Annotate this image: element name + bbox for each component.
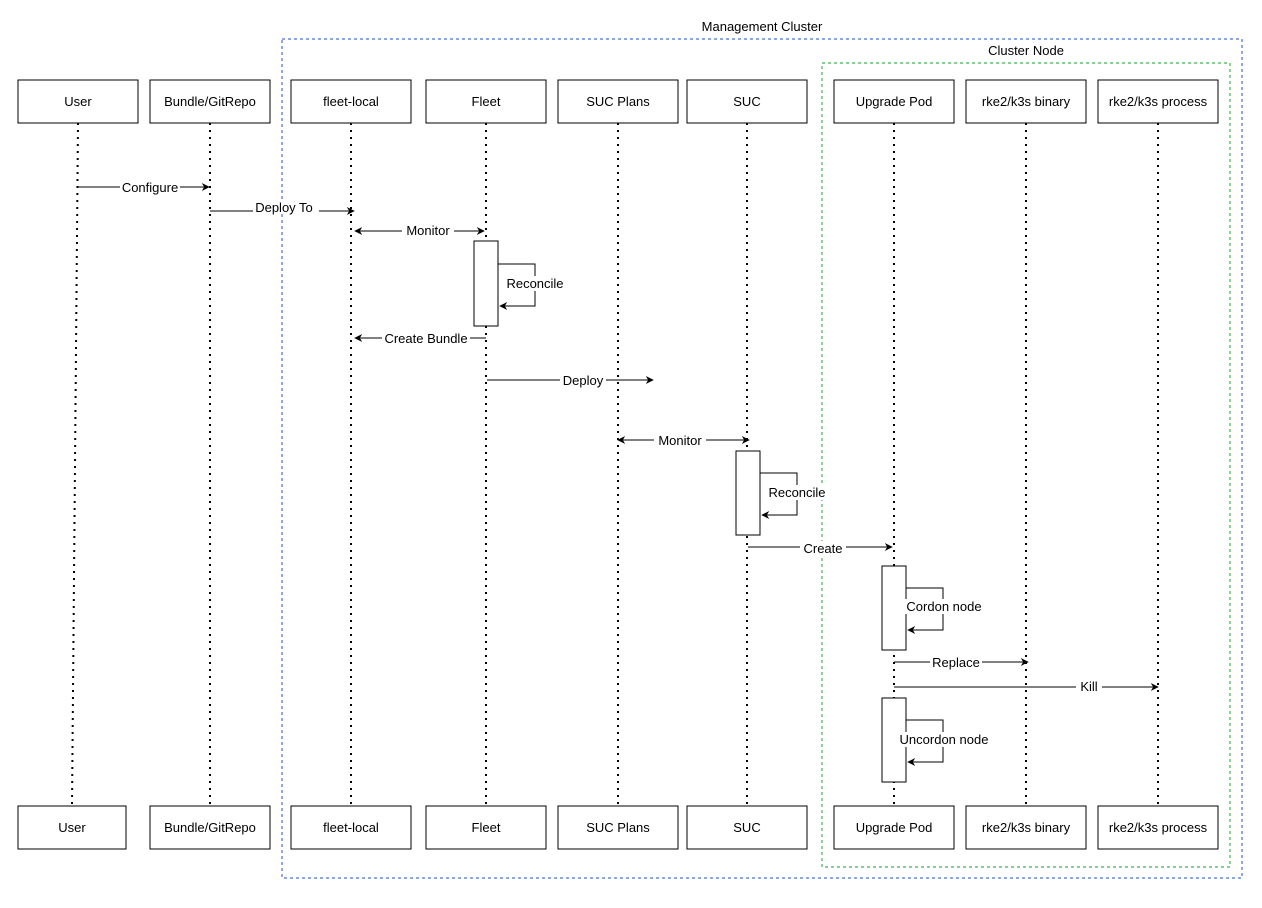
messages: Configure Deploy To Monitor Reconcile bbox=[78, 180, 1159, 766]
group-frame-management-cluster bbox=[281, 38, 1243, 879]
participant-suc-plans-bottom: SUC Plans bbox=[557, 805, 679, 850]
message-deploy-to: Deploy To bbox=[210, 200, 355, 215]
participant-label: Upgrade Pod bbox=[856, 94, 933, 109]
group-label-management-cluster: Management Cluster bbox=[702, 19, 823, 34]
participant-fleet-top: Fleet bbox=[425, 79, 547, 124]
participant-process-bottom: rke2/k3s process bbox=[1097, 805, 1219, 850]
participant-label: SUC bbox=[733, 820, 760, 835]
message-label: Deploy To bbox=[255, 200, 313, 215]
message-label: Create Bundle bbox=[384, 331, 467, 346]
group-management-cluster: Management Cluster bbox=[281, 19, 1243, 879]
message-label: Configure bbox=[122, 180, 178, 195]
activations bbox=[473, 240, 907, 783]
message-deploy: Deploy bbox=[487, 373, 654, 388]
message-reconcile-fleet: Reconcile bbox=[498, 263, 564, 310]
group-frame-cluster-node bbox=[821, 62, 1231, 868]
message-configure: Configure bbox=[78, 180, 210, 195]
participant-label: Bundle/GitRepo bbox=[164, 820, 256, 835]
participant-label: User bbox=[58, 820, 86, 835]
participant-label: SUC Plans bbox=[586, 820, 650, 835]
participant-fleet-bottom: Fleet bbox=[425, 805, 547, 850]
participant-user-bottom: User bbox=[17, 805, 127, 850]
participant-suc-bottom: SUC bbox=[686, 805, 808, 850]
message-label: Create bbox=[803, 541, 842, 556]
message-label: Monitor bbox=[406, 223, 450, 238]
message-monitor-suc: Monitor bbox=[617, 432, 750, 448]
message-label: Reconcile bbox=[768, 485, 825, 500]
participants-top: User Bundle/GitRepo fleet-local Fleet SU… bbox=[17, 79, 1219, 124]
participant-suc-top: SUC bbox=[686, 79, 808, 124]
participant-label: Fleet bbox=[472, 820, 501, 835]
participants-bottom: User Bundle/GitRepo fleet-local Fleet SU… bbox=[17, 805, 1219, 850]
participant-label: rke2/k3s process bbox=[1109, 94, 1208, 109]
message-label: Monitor bbox=[658, 433, 702, 448]
participant-label: fleet-local bbox=[323, 94, 379, 109]
message-cordon-node: Cordon node bbox=[904, 587, 984, 634]
message-label: Uncordon node bbox=[900, 732, 989, 747]
message-label: Kill bbox=[1080, 679, 1097, 694]
participant-label: Fleet bbox=[472, 94, 501, 109]
participant-fleet-local-top: fleet-local bbox=[290, 79, 412, 124]
lifeline-user bbox=[71, 122, 79, 807]
participant-label: rke2/k3s binary bbox=[982, 94, 1071, 109]
participant-upgrade-pod-bottom: Upgrade Pod bbox=[833, 805, 955, 850]
group-label-cluster-node: Cluster Node bbox=[988, 43, 1064, 58]
message-label: Deploy bbox=[563, 373, 604, 388]
message-label: Cordon node bbox=[906, 599, 981, 614]
message-uncordon-node: Uncordon node bbox=[896, 719, 992, 766]
participant-process-top: rke2/k3s process bbox=[1097, 79, 1219, 124]
participant-label: rke2/k3s process bbox=[1109, 820, 1208, 835]
participant-bundle-bottom: Bundle/GitRepo bbox=[149, 805, 271, 850]
message-label: Replace bbox=[932, 655, 980, 670]
message-monitor-fleet: Monitor bbox=[354, 223, 485, 238]
message-kill: Kill bbox=[894, 679, 1159, 694]
message-label: Reconcile bbox=[506, 276, 563, 291]
participant-label: rke2/k3s binary bbox=[982, 820, 1071, 835]
message-replace: Replace bbox=[894, 655, 1029, 670]
participant-label: Upgrade Pod bbox=[856, 820, 933, 835]
participant-label: SUC bbox=[733, 94, 760, 109]
participant-binary-bottom: rke2/k3s binary bbox=[965, 805, 1087, 850]
message-reconcile-suc: Reconcile bbox=[760, 472, 826, 519]
participant-label: User bbox=[64, 94, 92, 109]
participant-label: Bundle/GitRepo bbox=[164, 94, 256, 109]
participant-user-top: User bbox=[17, 79, 139, 124]
group-cluster-node: Cluster Node bbox=[821, 43, 1231, 868]
participant-label: fleet-local bbox=[323, 820, 379, 835]
participant-suc-plans-top: SUC Plans bbox=[557, 79, 679, 124]
participant-upgrade-pod-top: Upgrade Pod bbox=[833, 79, 955, 124]
activation-upgrade-pod-cordon bbox=[881, 565, 907, 651]
participant-bundle-top: Bundle/GitRepo bbox=[149, 79, 271, 124]
message-create-bundle: Create Bundle bbox=[354, 331, 486, 346]
participant-label: SUC Plans bbox=[586, 94, 650, 109]
participant-fleet-local-bottom: fleet-local bbox=[290, 805, 412, 850]
lifelines bbox=[71, 122, 1159, 807]
participant-binary-top: rke2/k3s binary bbox=[965, 79, 1087, 124]
message-create: Create bbox=[748, 541, 893, 556]
activation-fleet bbox=[473, 240, 499, 327]
activation-suc bbox=[735, 450, 761, 536]
